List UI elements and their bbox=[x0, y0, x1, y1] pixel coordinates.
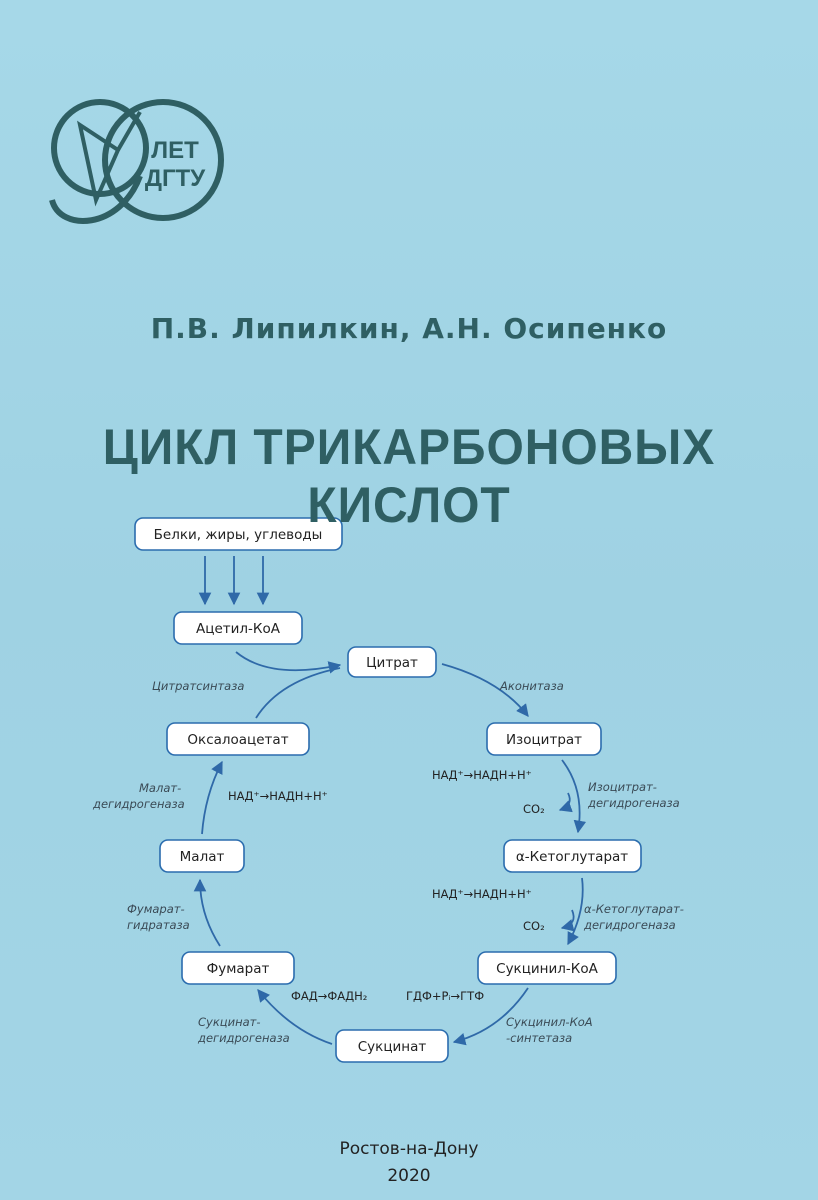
ketoglutarate-label: α-Кетоглутарат bbox=[516, 849, 628, 865]
book-title: ЦИКЛ ТРИКАРБОНОВЫХ КИСЛОТ bbox=[102, 419, 716, 533]
enzyme-mdh-line2: дегидрогеназа bbox=[92, 797, 185, 811]
enzyme-citrate-synthase: Цитратсинтаза bbox=[152, 679, 244, 693]
succinyl-coa-box bbox=[477, 951, 617, 985]
cofactor-co2-ketoglutarate: CO₂ bbox=[523, 919, 545, 933]
source-label: Белки, жиры, углеводы bbox=[154, 527, 323, 543]
enzyme-sdh-line2: дегидрогеназа bbox=[197, 1031, 290, 1045]
enzyme-sdh-line1: Сукцинат- bbox=[198, 1015, 261, 1029]
logo-ring-nine bbox=[51, 99, 149, 197]
publication-info: Ростов-на-Дону 2020 bbox=[0, 1136, 818, 1190]
cofactor-nad-isocitrate: НАД⁺→НАДН+Н⁺ bbox=[432, 768, 532, 782]
enzyme-fumarase-line1: Фумарат- bbox=[127, 902, 185, 916]
succinyl-coa-label: Сукцинил-КоА bbox=[496, 961, 598, 977]
citrate-label: Цитрат bbox=[366, 655, 418, 671]
arrow-malate-to-oxaloacetate bbox=[201, 760, 223, 835]
citrate-box bbox=[347, 646, 437, 678]
enzyme-fumarase-line2: гидратаза bbox=[127, 918, 190, 932]
publication-city: Ростов-на-Дону bbox=[339, 1139, 479, 1159]
cofactor-fad: ФАД→ФАДН₂ bbox=[291, 989, 367, 1003]
arrow-succinylcoa-to-succinate bbox=[452, 987, 529, 1046]
dgtu-90-logo bbox=[49, 99, 224, 224]
ketoglutarate-box bbox=[503, 839, 642, 873]
cofactor-co2-isocitrate: CO₂ bbox=[523, 802, 545, 816]
succinate-label: Сукцинат bbox=[358, 1039, 427, 1055]
arrow-acetyl-to-citrate bbox=[235, 651, 342, 674]
isocitrate-box bbox=[486, 722, 602, 756]
enzyme-mdh-line1: Малат- bbox=[139, 781, 181, 795]
arrow-succinate-to-fumarate bbox=[257, 989, 333, 1045]
arrow-oxaloacetate-to-citrate bbox=[255, 667, 341, 719]
enzyme-akgdh-line1: α-Кетоглутарат- bbox=[584, 902, 684, 916]
cofactor-gdp-gtp: ГДФ+Pᵢ→ГТФ bbox=[406, 989, 484, 1003]
logo-leaf bbox=[77, 120, 121, 207]
enzyme-idh-line2: дегидрогеназа bbox=[587, 796, 680, 810]
oxaloacetate-label: Оксалоацетат bbox=[187, 732, 288, 748]
arrow-ketoglutarate-to-succinylcoa bbox=[567, 877, 584, 946]
publication-year: 2020 bbox=[387, 1166, 431, 1186]
logo-ring-zero bbox=[102, 99, 224, 221]
fumarate-box bbox=[181, 951, 295, 985]
enzyme-idh-line1: Изоцитрат- bbox=[588, 780, 657, 794]
isocitrate-label: Изоцитрат bbox=[506, 732, 582, 748]
arrow-isocitrate-to-ketoglutarate bbox=[561, 759, 587, 834]
cofactor-nad-malate: НАД⁺→НАДН+Н⁺ bbox=[228, 789, 328, 803]
logo-text-dgtu: ДГТУ bbox=[145, 165, 206, 192]
acetyl-coa-box bbox=[173, 611, 303, 645]
malate-label: Малат bbox=[180, 849, 225, 865]
cofactor-nad-ketoglutarate: НАД⁺→НАДН+Н⁺ bbox=[432, 887, 532, 901]
arrow-co2-release-2 bbox=[560, 909, 575, 932]
logo-nine-tail bbox=[49, 174, 143, 224]
logo-text-let: ЛЕТ bbox=[151, 137, 199, 164]
acetyl-coa-label: Ацетил-КоА bbox=[196, 621, 281, 637]
logo-leaf-stem bbox=[116, 110, 142, 152]
succinate-box bbox=[335, 1029, 449, 1063]
book-authors: П.В. Липилкин, А.Н. Осипенко bbox=[150, 312, 668, 345]
enzyme-scs-line1: Сукцинил-КоА bbox=[506, 1015, 593, 1029]
enzyme-aconitase: Аконитаза bbox=[499, 679, 564, 693]
enzyme-scs-line2: -синтетаза bbox=[506, 1031, 572, 1045]
oxaloacetate-box bbox=[166, 722, 310, 756]
fumarate-label: Фумарат bbox=[207, 961, 270, 977]
arrow-co2-release-1 bbox=[558, 792, 573, 813]
arrow-citrate-to-isocitrate bbox=[441, 663, 529, 717]
arrow-fumarate-to-malate bbox=[193, 878, 221, 947]
malate-box bbox=[159, 839, 245, 873]
enzyme-akgdh-line2: дегидрогеназа bbox=[583, 918, 676, 932]
source-box bbox=[134, 517, 343, 551]
